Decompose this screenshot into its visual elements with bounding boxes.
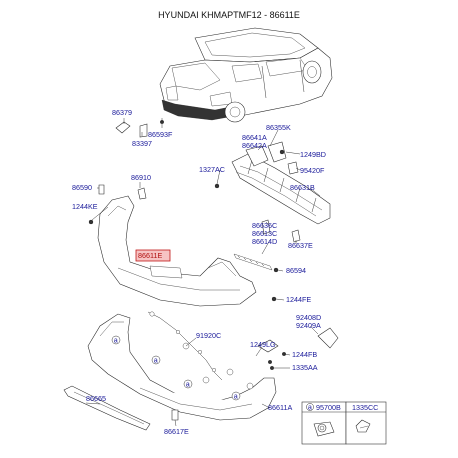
label-86642a[interactable]: 86642A xyxy=(242,141,267,150)
part-86590 xyxy=(98,184,105,195)
label-86617e[interactable]: 86617E xyxy=(164,427,189,436)
label-86590[interactable]: 86590 xyxy=(72,183,92,192)
table-header-95700b[interactable]: 95700B xyxy=(316,403,341,412)
label-86611a[interactable]: 86611A xyxy=(268,403,292,412)
leader-lines xyxy=(85,118,321,427)
label-86631b[interactable]: 86631B xyxy=(290,183,315,192)
part-1335aa xyxy=(270,366,274,370)
ref-marker-1 xyxy=(111,335,121,345)
part-86910 xyxy=(137,187,147,200)
part-1244ke xyxy=(88,219,94,225)
skid-plate xyxy=(63,385,179,431)
table-ref-marker xyxy=(306,403,314,411)
label-86355k[interactable]: 86355K xyxy=(266,123,291,132)
ref-marker-2 xyxy=(151,355,161,365)
label-92408d[interactable]: 92408D xyxy=(296,313,321,322)
ref-marker-4-label: a xyxy=(234,392,238,401)
part-1327ac xyxy=(214,183,220,189)
label-91920c[interactable]: 91920C xyxy=(196,331,221,340)
part-95420f xyxy=(287,161,299,175)
label-86665[interactable]: 86665 xyxy=(86,394,106,403)
part-83397 xyxy=(139,123,148,138)
ref-marker-3-label: a xyxy=(186,380,190,389)
label-86636c[interactable]: 86636C xyxy=(252,221,277,230)
part-86379 xyxy=(115,121,131,134)
part-86617e xyxy=(171,409,179,421)
label-1327ac[interactable]: 1327AC xyxy=(199,165,225,174)
part-1249bd xyxy=(279,149,285,155)
label-1249bd[interactable]: 1249BD xyxy=(300,150,326,159)
bumper-cover-lower xyxy=(87,311,339,421)
table-header-1335cc[interactable]: 1335CC xyxy=(352,403,378,412)
part-86594 xyxy=(273,267,279,273)
reference-table: a 95700B 1335CC xyxy=(301,401,387,445)
part-86611e xyxy=(97,195,257,307)
label-86611e[interactable]: 86611E xyxy=(138,251,162,260)
ref-marker-3 xyxy=(183,379,193,389)
ref-marker-2-label: a xyxy=(154,356,158,365)
label-86641a[interactable]: 86641A xyxy=(242,133,267,142)
part-1244fe xyxy=(271,296,277,302)
bumper-beam-assembly xyxy=(214,141,331,243)
bumper-cover-upper xyxy=(97,195,273,307)
reference-markers: a a a a xyxy=(111,335,241,401)
clip-icon xyxy=(355,419,371,433)
diagram-title: HYUNDAI KHMAPTMF12 - 86611E xyxy=(158,10,300,20)
label-95420f[interactable]: 95420F xyxy=(300,166,325,175)
highlight-box-86611e xyxy=(135,249,171,262)
label-1249lg[interactable]: 1249LG xyxy=(250,340,276,349)
part-1249lg xyxy=(268,360,272,364)
label-86614d[interactable]: 86614D xyxy=(252,237,277,246)
label-86910[interactable]: 86910 xyxy=(131,173,151,182)
upper-cover-fasteners xyxy=(88,184,279,302)
table-ref-label: a xyxy=(308,403,312,412)
label-1244fb[interactable]: 1244FB xyxy=(292,350,317,359)
label-1335aa[interactable]: 1335AA xyxy=(292,363,318,372)
label-86593f[interactable]: 86593F xyxy=(148,130,173,139)
ref-marker-4 xyxy=(231,391,241,401)
label-92409a[interactable]: 92409A xyxy=(296,321,321,330)
vehicle-illustration xyxy=(159,27,333,123)
label-86613c[interactable]: 86613C xyxy=(252,229,277,238)
part-86665 xyxy=(63,385,151,431)
ref-marker-1-label: a xyxy=(114,336,118,345)
label-83397[interactable]: 83397 xyxy=(132,139,152,148)
label-86594[interactable]: 86594 xyxy=(286,266,306,275)
callout-labels: 86379 86593F 83397 86355K 86641A 86642A … xyxy=(72,108,326,436)
part-92408d xyxy=(317,327,339,349)
label-86379[interactable]: 86379 xyxy=(112,108,132,117)
parking-sensor-icon xyxy=(313,421,335,437)
part-86637e xyxy=(291,229,301,243)
label-1244fe[interactable]: 1244FE xyxy=(286,295,311,304)
label-86637e[interactable]: 86637E xyxy=(288,241,313,250)
label-1244ke[interactable]: 1244KE xyxy=(72,202,98,211)
